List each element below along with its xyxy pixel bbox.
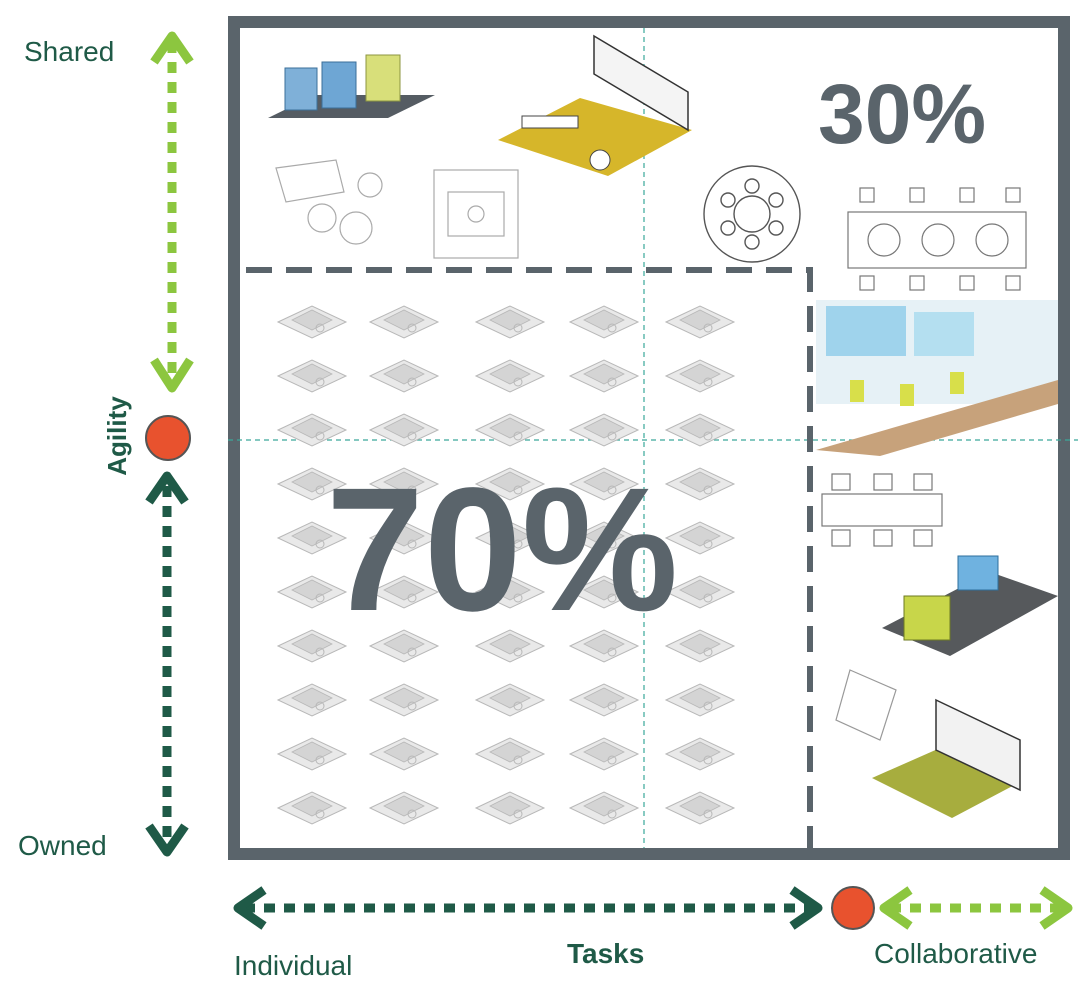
workstation-cluster-icon xyxy=(368,359,440,393)
workstation-cluster-icon xyxy=(568,467,640,501)
workstation-cluster-icon xyxy=(276,467,348,501)
workstation-cluster-icon xyxy=(664,521,736,555)
tasks-axis-title: Tasks xyxy=(567,938,645,969)
workstation-cluster-icon xyxy=(276,305,348,339)
workstation-cluster-icon xyxy=(368,305,440,339)
workstation-cluster-icon xyxy=(664,305,736,339)
reception-desk-sketch xyxy=(433,169,519,259)
workstation-cluster-icon xyxy=(664,575,736,609)
workstation-cluster-icon xyxy=(474,737,546,771)
workstation-cluster-icon xyxy=(568,629,640,663)
workstation-cluster-icon xyxy=(474,521,546,555)
workstation-cluster-icon xyxy=(664,683,736,717)
focus-pods-illustration xyxy=(882,555,1058,656)
workstation-cluster-icon xyxy=(276,683,348,717)
shared-percent-label: 30% xyxy=(818,67,987,161)
round-table-sketch xyxy=(703,165,801,263)
agility-axis-title: Agility xyxy=(102,396,132,476)
quadrant-frame xyxy=(228,16,1070,860)
workstation-cluster-icon xyxy=(474,683,546,717)
workstation-cluster-icon xyxy=(568,359,640,393)
workstation-cluster-icon xyxy=(276,575,348,609)
workstation-cluster-icon xyxy=(474,575,546,609)
workstation-cluster-icon xyxy=(368,683,440,717)
workstation-cluster-icon xyxy=(568,791,640,825)
collaborative-left-arrowhead xyxy=(879,886,913,930)
workstation-cluster-icon xyxy=(276,737,348,771)
open-cafe-perspective-illustration xyxy=(816,300,1058,456)
workstation-cluster-icon xyxy=(368,629,440,663)
bench-desk-sketch xyxy=(821,473,943,547)
workstation-cluster-icon xyxy=(568,521,640,555)
conference-table-sketch xyxy=(847,187,1027,291)
locker-pods-illustration xyxy=(268,54,435,118)
workstation-cluster-icon xyxy=(664,413,736,447)
workstation-cluster-icon xyxy=(474,305,546,339)
owned-percent-label: 70% xyxy=(326,452,679,648)
workstation-grid xyxy=(276,305,736,825)
workstation-cluster-icon xyxy=(276,521,348,555)
workstation-cluster-icon xyxy=(474,791,546,825)
collaborative-right-arrowhead xyxy=(1039,886,1073,930)
workstation-cluster-icon xyxy=(368,413,440,447)
workstation-cluster-icon xyxy=(368,521,440,555)
workstation-cluster-icon xyxy=(568,737,640,771)
individual-arrowhead xyxy=(233,886,267,930)
owned-arrowhead xyxy=(145,823,189,857)
agility-position-marker xyxy=(145,415,191,461)
workstation-cluster-icon xyxy=(474,413,546,447)
workstation-cluster-icon xyxy=(276,791,348,825)
workstation-cluster-icon xyxy=(276,629,348,663)
workstation-cluster-icon xyxy=(368,575,440,609)
workstation-cluster-icon xyxy=(664,359,736,393)
agility-upper-arrowhead xyxy=(150,357,194,393)
workstation-cluster-icon xyxy=(568,683,640,717)
shared-label: Shared xyxy=(24,36,115,67)
yellow-collab-area-illustration xyxy=(498,34,692,176)
individual-label: Individual xyxy=(234,950,353,981)
workstation-cluster-icon xyxy=(568,575,640,609)
workstation-cluster-icon xyxy=(664,737,736,771)
workstation-cluster-icon xyxy=(664,791,736,825)
zone-boundary-dashed xyxy=(246,267,813,855)
workstation-cluster-icon xyxy=(368,467,440,501)
lounge-whiteboard-illustration xyxy=(835,669,1021,818)
workstation-cluster-icon xyxy=(474,359,546,393)
workstation-cluster-icon xyxy=(568,413,640,447)
workstation-cluster-icon xyxy=(474,467,546,501)
workstation-cluster-icon xyxy=(664,467,736,501)
agility-lower-arrowhead xyxy=(145,471,189,505)
tasks-center-arrowhead xyxy=(789,886,823,930)
workstation-cluster-icon xyxy=(368,791,440,825)
tasks-position-marker xyxy=(831,886,875,930)
sofa-sketch-illustration xyxy=(275,159,383,245)
shared-arrowhead xyxy=(150,31,194,65)
workstation-cluster-icon xyxy=(568,305,640,339)
workstation-cluster-icon xyxy=(276,359,348,393)
workstation-cluster-icon xyxy=(368,737,440,771)
collaborative-label: Collaborative xyxy=(874,938,1038,969)
workstation-cluster-icon xyxy=(664,629,736,663)
workstation-cluster-icon xyxy=(474,629,546,663)
workstation-cluster-icon xyxy=(276,413,348,447)
owned-label: Owned xyxy=(18,830,107,861)
